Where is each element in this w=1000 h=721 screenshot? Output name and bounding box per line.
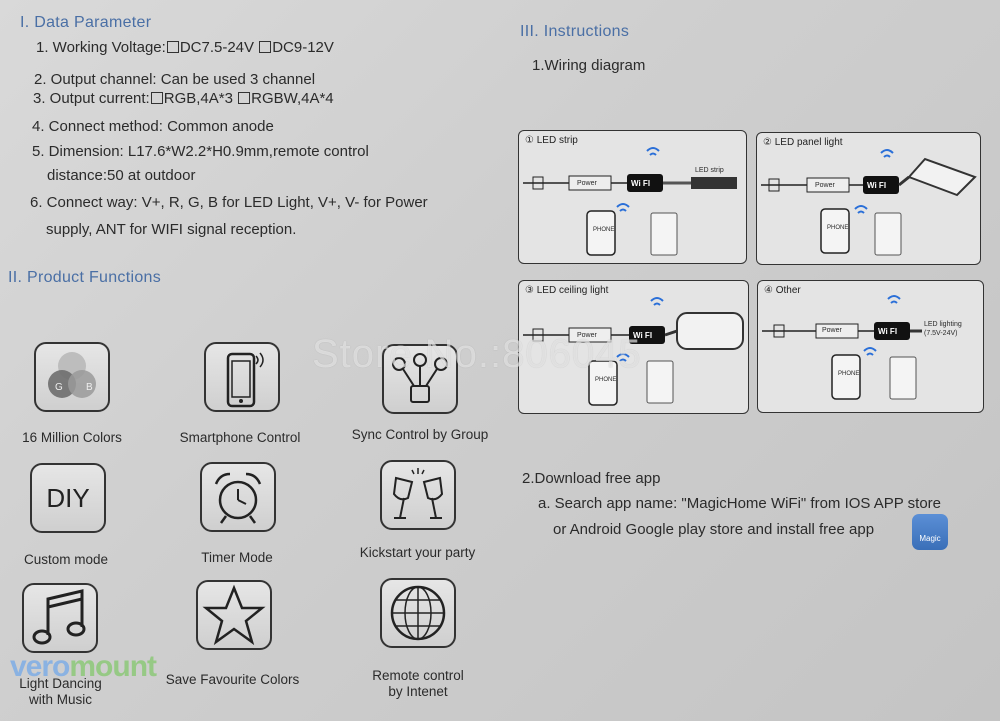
power-label: Power: [577, 332, 597, 339]
diagram-title: ④ Other: [764, 285, 801, 296]
store-watermark: Store No.:806045: [312, 332, 642, 376]
diagram-panel-light: ② LED panel light Power Wi FI PHONE: [756, 132, 981, 265]
func-music: [22, 583, 98, 653]
func-label-music-2: with Music: [28, 692, 92, 707]
wifi-controller-label: Wi FI: [867, 181, 887, 190]
checkbox-icon: [238, 92, 251, 104]
rgb-circles-icon: G B: [48, 352, 96, 398]
smartphone-icon: [226, 352, 264, 408]
checkbox-icon: [150, 92, 163, 104]
func-label-diy: Custom mode: [23, 552, 109, 567]
diagram-title: ② LED panel light: [763, 137, 843, 148]
globe-icon: [390, 585, 446, 641]
param-dimension: 5. Dimension: L17.6*W2.2*H0.9mm,remote c…: [32, 143, 369, 160]
func-colors: G B: [34, 342, 110, 412]
brand-logo: veromount: [10, 650, 157, 683]
wifi-controller-label: Wi FI: [633, 331, 653, 340]
wiring-diagram-graphic: [761, 149, 977, 256]
cheers-glasses-icon: [392, 468, 444, 519]
product-functions-title: II. Product Functions: [8, 269, 162, 286]
param-connect-way-cont: supply, ANT for WIFI signal reception.: [46, 221, 297, 238]
phone-label: PHONE: [838, 371, 860, 377]
func-label-internet: Remote control: [372, 668, 464, 683]
group-sync-icon: [392, 353, 448, 403]
func-label-party: Kickstart your party: [359, 545, 476, 560]
wifi-controller-label: Wi FI: [878, 327, 898, 336]
phone-label: PHONE: [593, 227, 615, 233]
diagram-other: ④ Other Power Wi FI LED lighting (7.5V-2…: [757, 280, 984, 413]
func-party: [380, 460, 456, 530]
power-label: Power: [815, 182, 835, 189]
param-output-current: 3. Output current:RGB,4A*3 RGBW,4A*4: [33, 90, 334, 107]
func-label-timer: Timer Mode: [201, 550, 273, 565]
instructions-title: III. Instructions: [520, 23, 630, 40]
wifi-controller-label: Wi FI: [631, 179, 651, 188]
diagram-title: ③ LED ceiling light: [525, 285, 609, 296]
wiring-diagram-graphic: [523, 147, 737, 256]
func-label-group: Sync Control by Group: [351, 427, 489, 442]
alarm-clock-icon: [214, 472, 262, 524]
func-label-star: Save Favourite Colors: [165, 672, 300, 687]
svg-text:G: G: [55, 382, 63, 393]
power-label: Power: [822, 327, 842, 334]
diagram-title: ① LED strip: [525, 135, 578, 146]
param-output-channel: 2. Output channel: Can be used 3 channel: [34, 71, 316, 88]
func-diy: DIY: [30, 463, 106, 533]
load-label: LED strip: [695, 167, 724, 174]
power-label: Power: [577, 180, 597, 187]
load-label: LED lighting: [924, 321, 962, 328]
checkbox-icon: [259, 41, 272, 53]
download-app-line1: a. Search app name: "MagicHome WiFi" fro…: [538, 495, 942, 512]
diagram-led-strip: ① LED strip Power Wi FI LED strip PHONE: [518, 130, 747, 264]
func-label-music: Light Dancing: [19, 676, 102, 691]
func-group: [382, 344, 458, 414]
wiring-diagram-title: 1.Wiring diagram: [532, 57, 646, 74]
func-timer: [200, 462, 276, 532]
data-parameter-title: I. Data Parameter: [20, 14, 152, 31]
svg-text:B: B: [86, 382, 93, 393]
magichome-app-icon: Magic: [912, 514, 948, 550]
phone-label: PHONE: [827, 225, 849, 231]
func-label-internet-2: by Intenet: [388, 684, 448, 699]
func-label-colors: 16 Million Colors: [22, 430, 122, 445]
func-internet: [380, 578, 456, 648]
func-label-smartphone: Smartphone Control: [179, 430, 301, 445]
wiring-diagram-graphic: [523, 297, 744, 406]
wiring-diagram-graphic: [762, 295, 922, 400]
param-connect-way: 6. Connect way: V+, R, G, B for LED Ligh…: [30, 194, 428, 211]
func-star: [196, 580, 272, 650]
phone-label: PHONE: [595, 377, 617, 383]
func-smartphone: [204, 342, 280, 412]
download-app-title: 2.Download free app: [522, 470, 661, 487]
download-app-line2: or Android Google play store and install…: [553, 521, 875, 538]
load-voltage-label: (7.5V-24V): [924, 330, 958, 337]
param-connect-method: 4. Connect method: Common anode: [32, 118, 274, 135]
checkbox-icon: [166, 41, 179, 53]
star-icon: [202, 584, 266, 646]
param-dimension-cont: distance:50 at outdoor: [47, 167, 196, 184]
diagram-ceiling-light: ③ LED ceiling light Power Wi FI PHONE: [518, 280, 749, 414]
diy-icon: DIY: [46, 483, 90, 513]
music-note-icon: [32, 589, 86, 645]
param-working-voltage: 1. Working Voltage:DC7.5-24V DC9-12V: [36, 39, 334, 56]
